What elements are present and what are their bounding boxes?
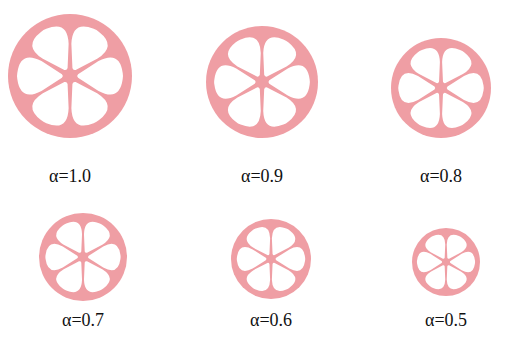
parameter-label: α=0.7 <box>62 311 104 331</box>
parameter-label: α=0.9 <box>241 167 283 187</box>
flower-disc <box>412 228 480 296</box>
flower-disc <box>391 38 491 138</box>
flower-disc <box>231 219 311 299</box>
flower-disc <box>206 26 318 138</box>
parameter-label: α=0.6 <box>250 311 292 331</box>
flower-disc <box>8 14 132 138</box>
parameter-label: α=0.5 <box>425 311 467 331</box>
flower-disc <box>39 213 127 301</box>
parameter-label: α=1.0 <box>49 167 91 187</box>
parameter-label: α=0.8 <box>420 167 462 187</box>
